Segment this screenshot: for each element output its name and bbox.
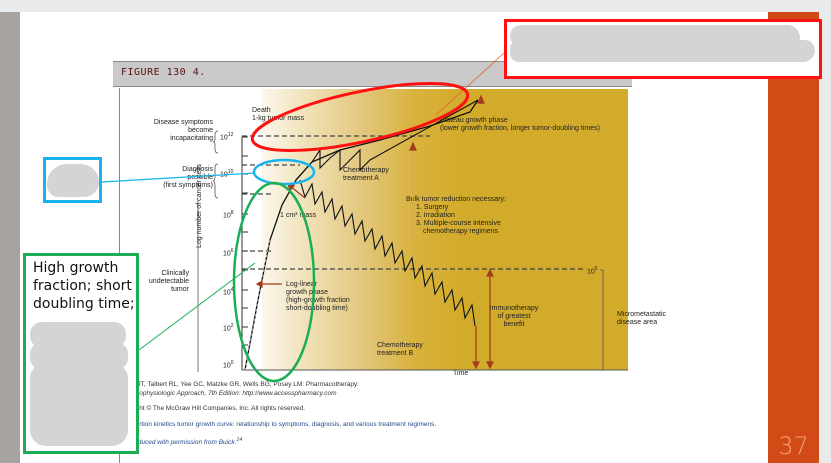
label-line: growth phase — [286, 289, 329, 296]
y-tick-4: 104 — [223, 287, 234, 296]
caption-sup: 14 — [236, 437, 243, 443]
tick-exp: 2 — [230, 323, 234, 329]
tick-base: 10 — [220, 134, 228, 142]
callout-line: High growth — [33, 260, 119, 276]
label-line: (lower growth fraction, longer tumor-dou… — [440, 125, 600, 132]
annotation-chemo-a: Chemotherapy treatment A — [343, 167, 389, 183]
label-line: Log-linear — [286, 281, 318, 288]
figure-title: FIGURE 130 4. — [121, 67, 206, 78]
y-tick-0: 100 — [223, 360, 234, 369]
label-undetectable: Clinically undetectable tumor — [140, 270, 189, 294]
caption-permission: roduced with permission from Buick.14 — [132, 437, 242, 446]
slide-accent-bar — [768, 12, 819, 463]
tick-base: 10 — [223, 250, 231, 258]
label-line: undetectable — [148, 278, 189, 285]
tick-exp: 4 — [230, 287, 234, 293]
callout-line: doubling time; — [33, 296, 135, 312]
callout-line: fraction; short — [33, 278, 132, 294]
tick-base: 10 — [223, 289, 231, 297]
annotation-plateau: Plateau growth phase (lower growth fract… — [440, 117, 600, 133]
redaction-blob — [47, 164, 99, 197]
slide-number: 37 — [778, 432, 809, 460]
label-line: chemotherapy regimens — [423, 228, 499, 235]
left-panel-edge — [0, 12, 20, 463]
label-line: become — [188, 127, 213, 134]
caption-description: portion kinetics tumor growth curve: rel… — [132, 421, 437, 428]
label-incapacitating: Disease symptoms become incapacitating — [120, 119, 213, 143]
redaction-blob — [30, 364, 128, 446]
red-callout-box — [504, 19, 822, 79]
annotation-immunotherapy: Immunotherapy of greatest benefit — [483, 305, 545, 329]
annotation-level-10-5: 105 — [587, 266, 598, 275]
annotation-1cm-mass: 1 cm³ mass — [280, 212, 317, 219]
label-line: incapacitating — [170, 135, 213, 142]
callout-text: High growth fraction; short doubling tim… — [33, 259, 135, 313]
y-tick-6: 106 — [223, 248, 234, 257]
tick-base: 10 — [587, 268, 595, 276]
tick-base: 10 — [223, 362, 231, 370]
label-line: Immunotherapy — [489, 305, 539, 312]
caption-text: roduced with permission from Buick. — [132, 439, 237, 447]
label-line: (high-growth fraction — [286, 297, 350, 304]
label-line: short-doubling time) — [286, 305, 348, 312]
caption-copyright: right © The McGraw Hill Companies, Inc. … — [132, 405, 306, 412]
tick-exp: 0 — [230, 360, 234, 366]
label-line: 2. Irradiation — [416, 212, 455, 219]
annotation-log-linear: Log-linear growth phase (high-growth fra… — [286, 281, 350, 313]
label-line: Micrometastatic — [617, 311, 667, 318]
y-tick-2: 102 — [223, 323, 234, 332]
label-line: Death — [252, 107, 271, 114]
label-line: Chemotherapy — [377, 342, 423, 349]
label-line: disease area — [617, 319, 658, 326]
label-diagnosis: Diagnosis possible (first symptoms) — [120, 166, 213, 190]
x-axis-label: Time — [453, 370, 469, 377]
label-line: treatment B — [377, 350, 414, 357]
label-line: 3. Multiple-course intensive — [416, 220, 501, 227]
right-panel-edge — [819, 12, 831, 463]
tick-exp: 8 — [230, 210, 234, 216]
annotation-chemo-b: Chemotherapy treatment B — [377, 342, 423, 358]
y-tick-8: 108 — [223, 210, 234, 219]
annotation-bulk-reduction: Bulk tumor reduction necessary: 1. Surge… — [406, 196, 506, 236]
label-line: 1. Surgery — [416, 204, 449, 211]
green-callout-box: High growth fraction; short doubling tim… — [23, 253, 139, 454]
caption-citation-2: ahophysiologic Approach, 7th Edition: ht… — [132, 390, 337, 397]
label-line: Disease symptoms — [153, 119, 213, 126]
label-line: tumor — [171, 286, 189, 293]
label-line: treatment A — [343, 175, 379, 182]
y-tick-12: 1012 — [220, 132, 233, 141]
caption-citation-1: o JT, Talbert RL, Yee GC, Matzke GR, Wel… — [132, 381, 359, 388]
label-line: of greatest — [497, 313, 531, 320]
label-line: Chemotherapy — [343, 167, 389, 174]
blue-callout-box — [43, 157, 102, 203]
tick-base: 10 — [223, 325, 231, 333]
tick-exp: 12 — [227, 132, 234, 138]
tick-exp: 6 — [230, 248, 234, 254]
tick-exp: 10 — [227, 169, 234, 175]
label-line: Bulk tumor reduction necessary: — [406, 196, 506, 203]
label-line: (first symptoms) — [163, 182, 213, 189]
label-line: possible — [187, 174, 213, 181]
redaction-blob — [510, 40, 815, 62]
label-line: Diagnosis — [182, 166, 213, 173]
tick-exp: 5 — [594, 266, 598, 272]
label-line: benefit — [503, 321, 525, 328]
label-line: Clinically — [161, 270, 189, 277]
label-line: Plateau growth phase — [440, 117, 508, 124]
annotation-micrometastatic: Micrometastatic disease area — [617, 311, 666, 327]
tick-base: 10 — [223, 212, 231, 220]
